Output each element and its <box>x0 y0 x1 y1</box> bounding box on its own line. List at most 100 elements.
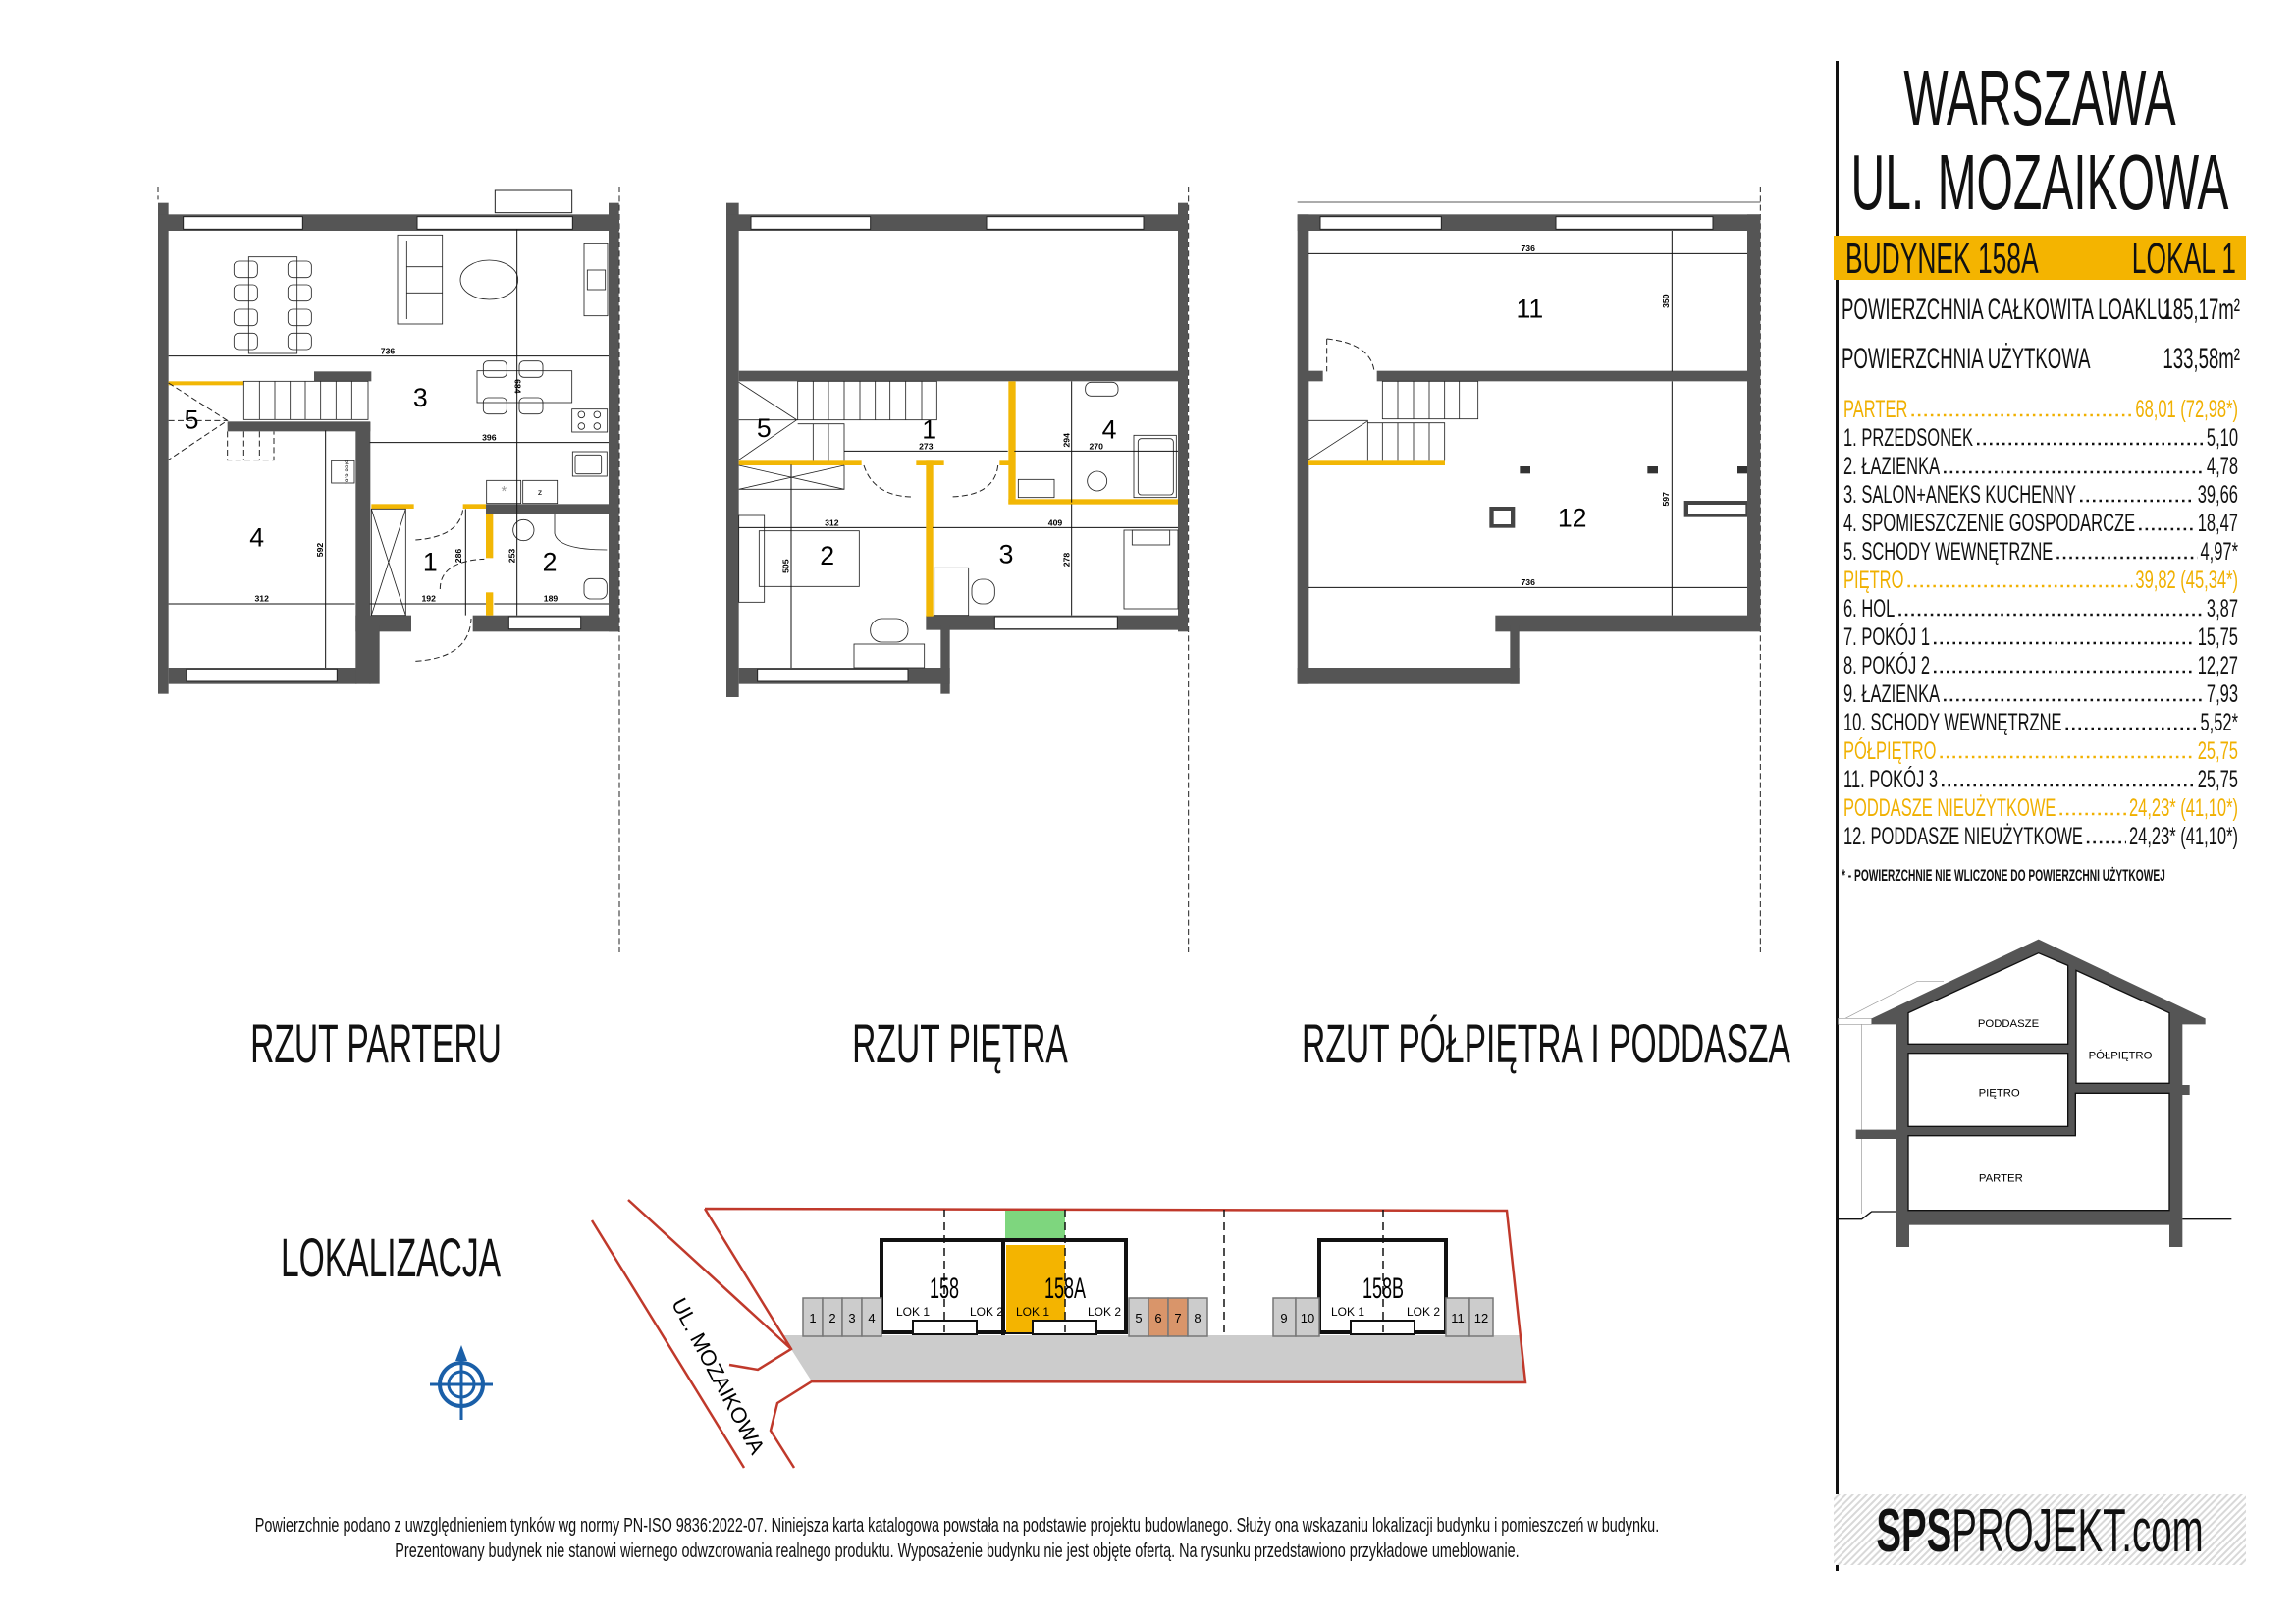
footer-disclaimer-line-2: Prezentowany budynek nie stanowi wierneg… <box>395 1541 1519 1562</box>
room-number: 3 <box>413 383 428 412</box>
area-value: 39,82 (45,34*) <box>2135 567 2238 594</box>
garage-number: 5 <box>1135 1311 1142 1325</box>
partition-wall <box>1308 460 1445 465</box>
dim-label: 736 <box>1521 243 1535 253</box>
floor-area-summary: PODDASZE NIEUŻYTKOWE 24,23* (41,10*) <box>1843 793 2238 822</box>
appliance-label: z <box>538 487 542 497</box>
usable-area-value: 133,58m² <box>2163 343 2240 375</box>
garage-number: 4 <box>868 1311 875 1325</box>
dim-label: 592 <box>315 543 325 558</box>
area-value: 12,27 <box>2198 652 2238 679</box>
room-number: 4 <box>249 523 264 553</box>
room-area-row: 1. PRZEDSONEK 5,10 <box>1843 424 2238 452</box>
dim-label: 286 <box>454 549 463 564</box>
area-value: 24,23* (41,10*) <box>2129 794 2238 822</box>
building-label: 158B <box>1362 1273 1404 1306</box>
area-label: PIĘTRO <box>1843 567 1903 594</box>
room-number: 2 <box>820 541 834 570</box>
area-value: 5,10 <box>2207 424 2238 452</box>
selected-unit-highlight <box>1006 1245 1065 1332</box>
dim-label: 736 <box>1521 577 1535 587</box>
garden-plot <box>1005 1211 1065 1240</box>
dim-label: 253 <box>507 549 516 564</box>
area-value: 25,75 <box>2198 737 2238 765</box>
garage-number: 9 <box>1280 1311 1287 1325</box>
floor-area-summary: PIĘTRO 39,82 (45,34*) <box>1843 567 2238 594</box>
dim-label: 270 <box>1089 441 1103 451</box>
partition-walls <box>738 381 1178 617</box>
dim-label: 350 <box>1661 294 1671 308</box>
attic-plan: 736 350 597 736 11 12 <box>1296 187 1787 952</box>
dim-label: 505 <box>780 559 790 573</box>
unit-header-bar <box>1834 236 2246 280</box>
svg-text:*: * <box>501 484 507 500</box>
location-title: LOKALIZACJA <box>281 1226 501 1288</box>
garage-number: 10 <box>1301 1311 1314 1325</box>
area-label: 4. SPOMIESZCZENIE GOSPODARCZE <box>1843 510 2135 537</box>
company-logo-text: SPSPROJEKT.com <box>1876 1497 2203 1565</box>
area-label: PARTER <box>1843 396 1907 423</box>
dim-label: 597 <box>1661 492 1671 507</box>
unit-name: LOKAL 1 <box>2132 235 2236 283</box>
walls <box>1297 214 1761 684</box>
area-label: 8. POKÓJ 2 <box>1843 651 1930 679</box>
company-logo <box>1834 1494 2246 1565</box>
garage-number: 2 <box>828 1311 835 1325</box>
first-floor-plan: 273 270 294 312 409 505 278 1 4 5 2 3 <box>726 187 1207 952</box>
dim-label: 278 <box>1061 553 1071 568</box>
stairs <box>1308 338 1479 461</box>
dim-label: 409 <box>1048 517 1063 527</box>
room-area-row: 2. ŁAZIENKA 4,78 <box>1843 453 2238 480</box>
ground-floor-plan: * z piec c.o. 736 684 396 592 312 192 18… <box>152 187 633 952</box>
section-label: PIĘTRO <box>1979 1088 2020 1100</box>
dim-label: 684 <box>512 379 522 394</box>
room-number: 1 <box>922 415 936 445</box>
area-value: 3,87 <box>2207 595 2238 622</box>
chimneys-and-vents <box>1489 466 1747 528</box>
area-label: 1. PRZEDSONEK <box>1843 424 1973 452</box>
plot-boundary <box>590 1199 1527 1469</box>
garage-number: 7 <box>1174 1311 1181 1325</box>
room-number: 11 <box>1516 294 1543 323</box>
unit-label: LOK 2 <box>970 1305 1003 1319</box>
building-name: BUDYNEK 158A <box>1845 235 2039 283</box>
attic-plan-title: RZUT PÓŁPIĘTRA I PODDASZA <box>1302 1012 1790 1074</box>
dim-label: 192 <box>421 594 436 604</box>
area-value: 15,75 <box>2198 623 2238 651</box>
garage-number: 1 <box>809 1311 816 1325</box>
room-number: 4 <box>1102 415 1117 445</box>
area-value: 4,78 <box>2207 453 2238 480</box>
dim-label: 396 <box>482 433 497 443</box>
area-value: 7,93 <box>2207 680 2238 708</box>
unit-label: LOK 2 <box>1088 1305 1121 1319</box>
room-number: 12 <box>1558 504 1587 533</box>
area-label: PODDASZE NIEUŻYTKOWE <box>1843 793 2056 822</box>
street-label: UL. MOZAIKOWA <box>667 1294 770 1459</box>
room-number: 3 <box>999 539 1014 568</box>
dim-label: 189 <box>544 594 559 604</box>
partition-walls <box>168 381 494 616</box>
area-label: 2. ŁAZIENKA <box>1843 453 1940 480</box>
walls <box>726 202 1188 697</box>
garage-number: 3 <box>848 1311 855 1325</box>
room-area-row: 7. POKÓJ 1 15,75 <box>1843 622 2238 651</box>
usable-area-label: POWIERZCHNIA UŻYTKOWA <box>1842 343 2091 375</box>
area-label: 7. POKÓJ 1 <box>1843 622 1930 651</box>
dimension-labels: 736 350 597 736 <box>1521 243 1671 587</box>
building-section-diagram: PODDASZE PÓŁPIĘTRO PIĘTRO PARTER <box>1836 939 2232 1247</box>
footnote: * - POWIERZCHNIE NIE WLICZONE DO POWIERZ… <box>1842 866 2165 885</box>
room-number: 5 <box>185 406 199 435</box>
city-title: WARSZAWA <box>1903 54 2176 141</box>
area-label: 6. HOL <box>1843 595 1895 622</box>
area-value: 18,47 <box>2198 510 2238 537</box>
dim-label: 294 <box>1061 433 1071 448</box>
footer-disclaimer-line-1: Powierzchnie podano z uwzględnieniem tyn… <box>255 1515 1659 1537</box>
windows <box>183 216 582 682</box>
area-label: 9. ŁAZIENKA <box>1843 680 1940 708</box>
unit-label: LOK 1 <box>896 1305 930 1319</box>
dimension-lines <box>168 229 609 668</box>
